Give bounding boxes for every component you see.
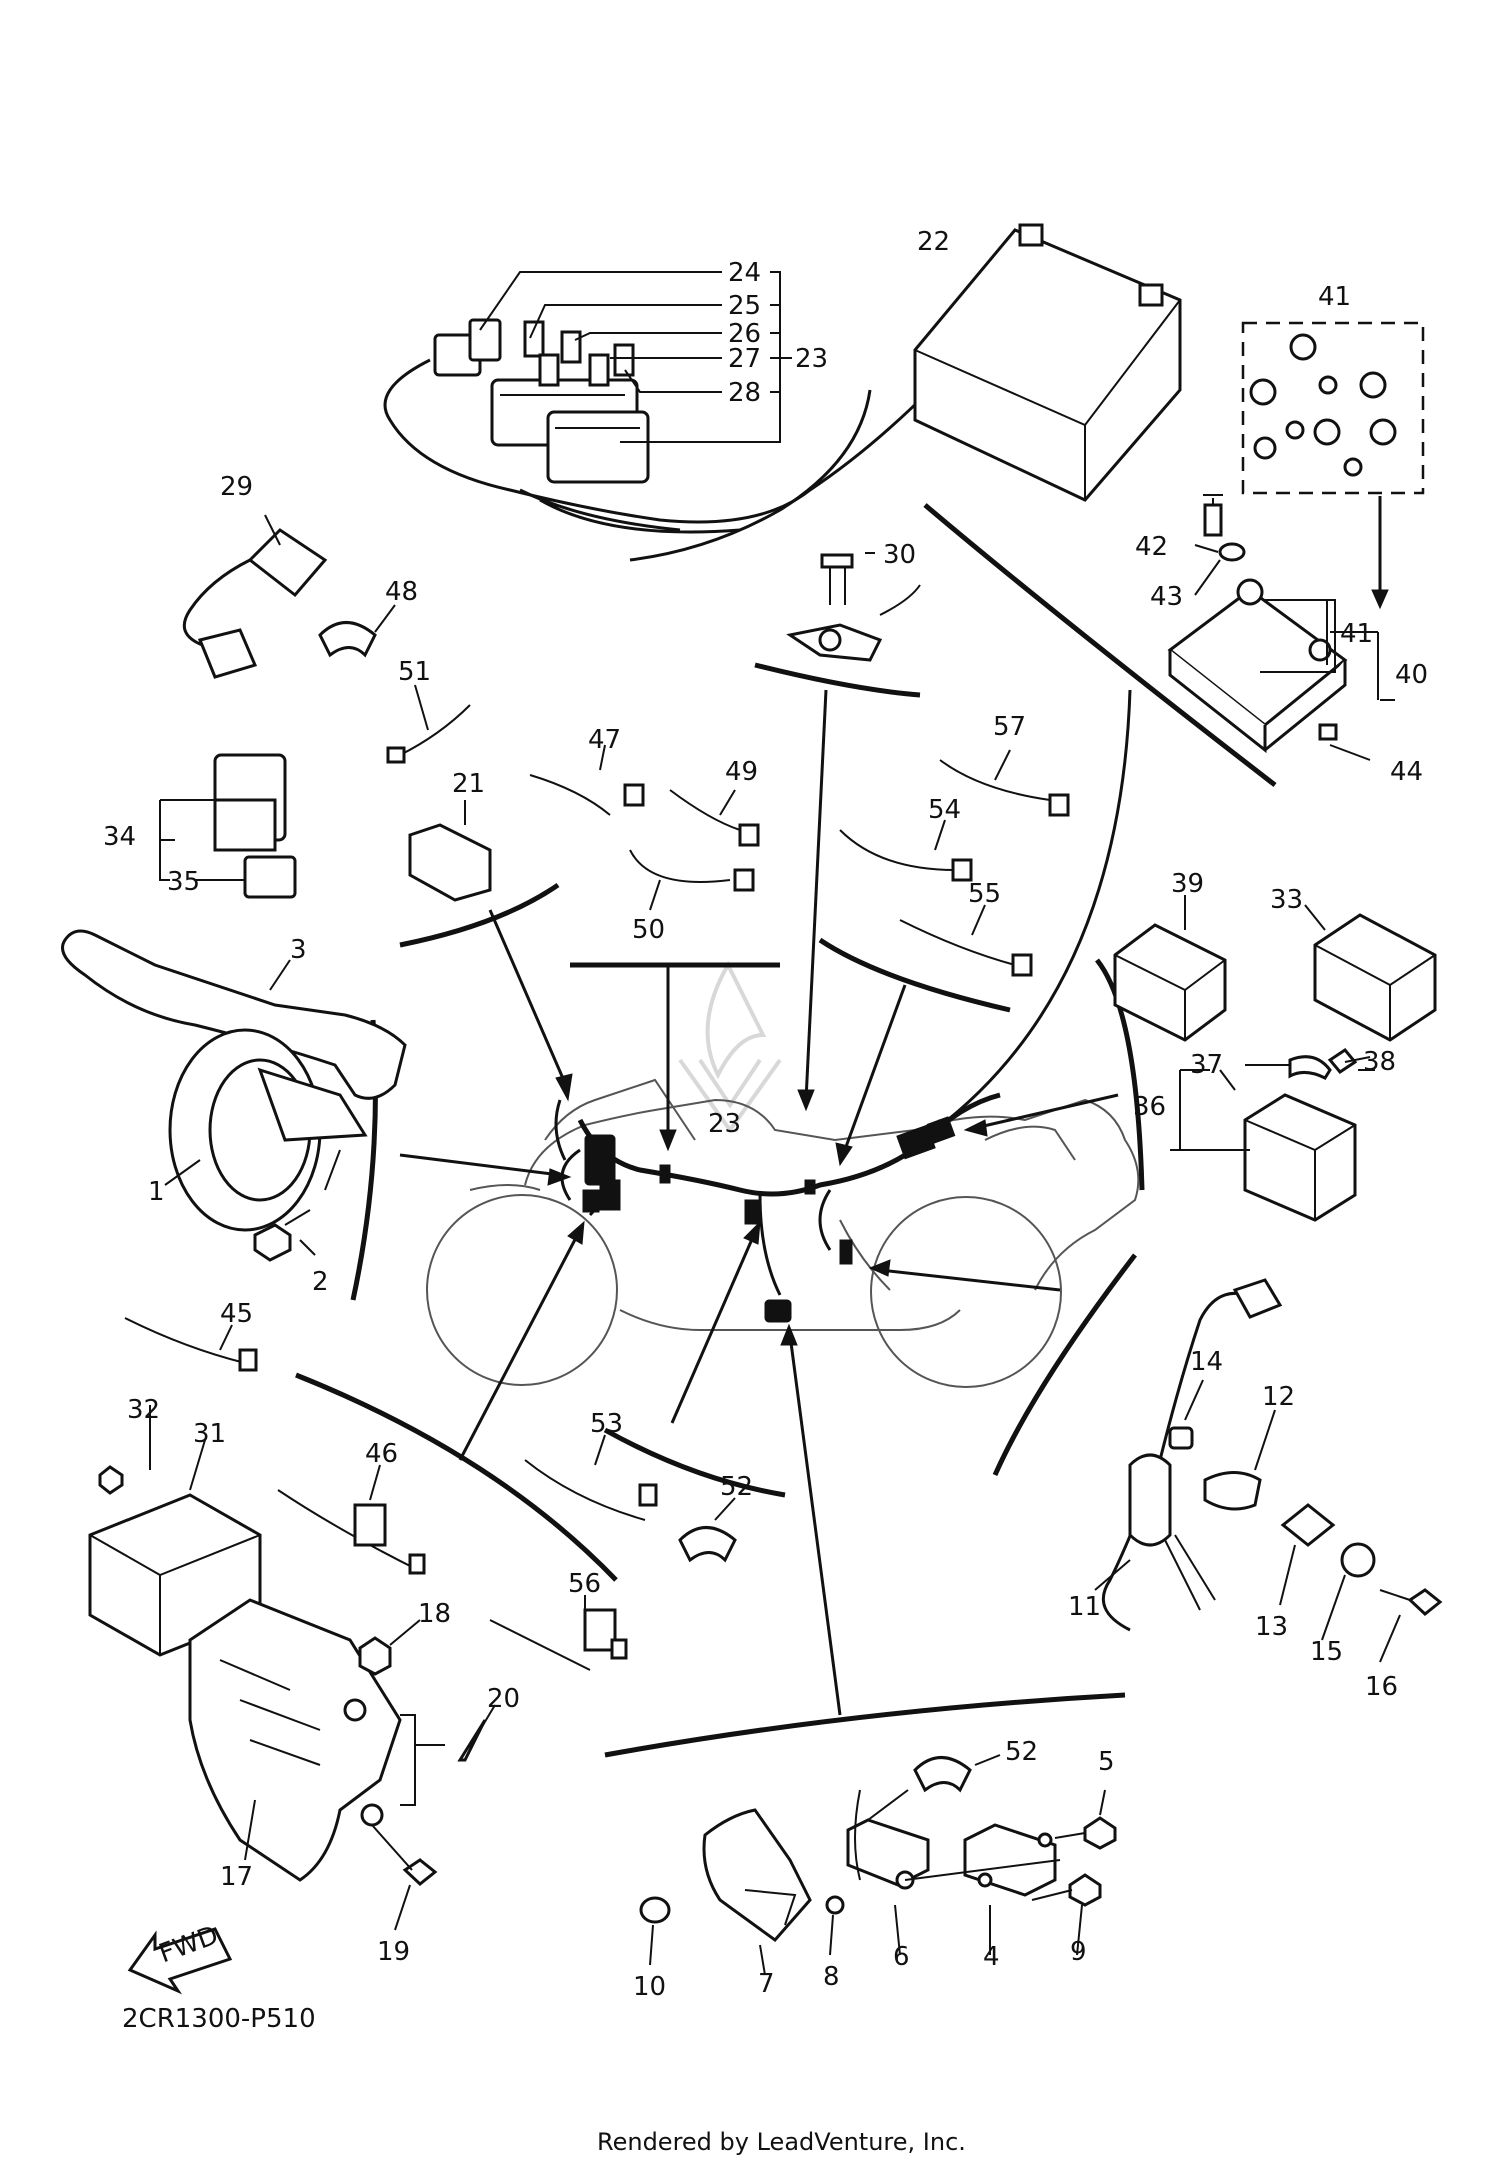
- callout-49: 49: [725, 757, 758, 787]
- terminal-30: [786, 552, 921, 662]
- callout-21: 21: [452, 769, 485, 799]
- callout-10: 10: [633, 1972, 666, 2002]
- callout-26: 26: [728, 319, 761, 349]
- callout-45: 45: [220, 1299, 253, 1329]
- callout-39: 39: [1171, 869, 1204, 899]
- callout-35: 35: [167, 867, 200, 897]
- callout-12: 12: [1262, 1382, 1295, 1412]
- callout-6: 6: [893, 1942, 910, 1972]
- callout-51: 51: [398, 657, 431, 687]
- horn-1: [164, 1028, 368, 1232]
- harness-ties-upper: [529, 744, 1070, 977]
- relay-34: [159, 753, 297, 899]
- callout-46: 46: [365, 1439, 398, 1469]
- callout-41-regulator: 41: [1340, 619, 1373, 649]
- section-lines: [295, 503, 1277, 1758]
- pointer-arrows: [399, 689, 1132, 1716]
- footer-credit: Rendered by LeadVenture, Inc.: [597, 2128, 966, 2156]
- callout-43: 43: [1150, 582, 1183, 612]
- callout-25: 25: [728, 291, 761, 321]
- callout-23-harness: 23: [708, 1109, 741, 1139]
- callout-19: 19: [377, 1937, 410, 1967]
- callout-23-fusebox: 23: [795, 344, 828, 374]
- callout-5: 5: [1098, 1747, 1115, 1777]
- callout-14: 14: [1190, 1347, 1223, 1377]
- callout-32: 32: [127, 1395, 160, 1425]
- callout-22: 22: [917, 227, 950, 257]
- cable-tie-51: [386, 684, 471, 764]
- part-21: [408, 800, 492, 902]
- callout-11: 11: [1068, 1592, 1101, 1622]
- callout-40: 40: [1395, 660, 1428, 690]
- horn-bracket-3: [61, 929, 407, 1100]
- bolt-2: [253, 1149, 341, 1262]
- callout-13: 13: [1255, 1612, 1288, 1642]
- forward-arrow-icon: [127, 1927, 233, 1995]
- callout-3: 3: [290, 935, 307, 965]
- callout-48: 48: [385, 577, 418, 607]
- callout-31: 31: [193, 1419, 226, 1449]
- callout-54: 54: [928, 795, 961, 825]
- rectifier-regulator: [1167, 494, 1348, 754]
- callout-2: 2: [312, 1267, 329, 1297]
- watermark-logo: [678, 960, 782, 1134]
- callout-29: 29: [220, 472, 253, 502]
- callout-labels: 1 2 3 4 5 6 7 8 9 10 11 12 13 14 15 16 1…: [103, 227, 1428, 2002]
- callout-38: 38: [1363, 1047, 1396, 1077]
- callout-24: 24: [728, 258, 761, 288]
- callout-50: 50: [632, 915, 665, 945]
- callout-53: 53: [590, 1409, 623, 1439]
- bracket-17: [188, 1598, 496, 1931]
- battery: [913, 223, 1182, 502]
- harness-ties-lower-left: [124, 1317, 426, 1575]
- callout-28: 28: [728, 378, 761, 408]
- callout-47: 47: [588, 725, 621, 755]
- callout-42: 42: [1135, 532, 1168, 562]
- wire-harness: [554, 1092, 1001, 1323]
- callout-4: 4: [983, 1942, 1000, 1972]
- callout-52-bottom: 52: [1005, 1737, 1038, 1767]
- callout-16: 16: [1365, 1672, 1398, 1702]
- diagram-code: 2CR1300-P510: [122, 2004, 316, 2034]
- connector-29: [182, 514, 328, 679]
- clamp-48: [318, 604, 396, 658]
- callout-41-top: 41: [1318, 282, 1351, 312]
- callout-56: 56: [568, 1569, 601, 1599]
- starter-relay-36: [1170, 1048, 1375, 1222]
- callout-15: 15: [1310, 1637, 1343, 1667]
- relay-33: [1304, 904, 1437, 1042]
- terminal-bolts-group: [1241, 321, 1425, 610]
- callout-1: 1: [148, 1177, 165, 1207]
- callout-52-center: 52: [720, 1472, 753, 1502]
- callout-9: 9: [1070, 1937, 1087, 1967]
- callout-33: 33: [1270, 885, 1303, 915]
- fuse-box-leaders: [479, 271, 792, 443]
- callout-7: 7: [758, 1969, 775, 1999]
- callout-18: 18: [418, 1599, 451, 1629]
- sensor-11-assembly: [1094, 1278, 1443, 1663]
- motorcycle-outline: [426, 1078, 1140, 1388]
- relay-39: [1113, 895, 1227, 1042]
- callout-36: 36: [1133, 1092, 1166, 1122]
- regulator-leaders: [1194, 544, 1395, 761]
- callout-57: 57: [993, 712, 1026, 742]
- fuse-box-assembly: [383, 318, 932, 562]
- callout-44: 44: [1390, 757, 1423, 787]
- callout-8: 8: [823, 1962, 840, 1992]
- callout-27: 27: [728, 344, 761, 374]
- callout-20: 20: [487, 1684, 520, 1714]
- callout-17: 17: [220, 1862, 253, 1892]
- ecu-31: [88, 1405, 262, 1657]
- sensor-bracket-group: [639, 1754, 1117, 1976]
- callout-37: 37: [1190, 1050, 1223, 1080]
- callout-30: 30: [883, 540, 916, 570]
- callout-34: 34: [103, 822, 136, 852]
- callout-55: 55: [968, 879, 1001, 909]
- harness-ties-lower-center: [489, 1434, 737, 1671]
